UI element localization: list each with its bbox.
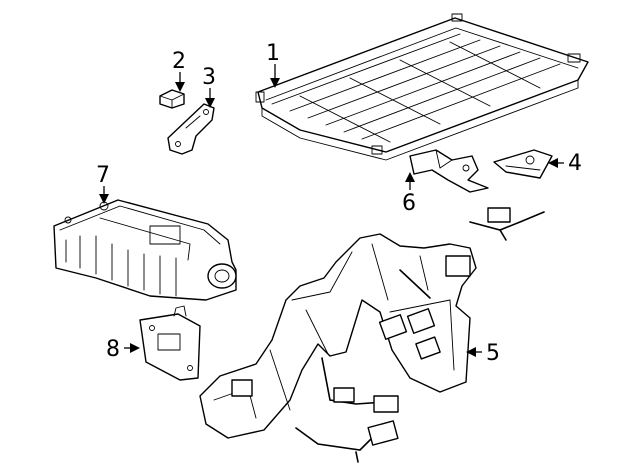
callout-5: 5: [466, 341, 500, 366]
part-1-battery-tray: [255, 13, 589, 161]
callout-1: 1: [266, 41, 280, 88]
callout-label-1: 1: [266, 41, 280, 66]
part-7-inverter-module: [53, 199, 237, 301]
part-3-bracket: [167, 103, 215, 155]
callout-label-7: 7: [96, 163, 110, 188]
part-2-clip: [159, 89, 185, 109]
callout-label-6: 6: [402, 191, 416, 216]
callout-label-8: 8: [106, 337, 120, 362]
callout-label-4: 4: [568, 151, 582, 176]
callout-7: 7: [96, 163, 110, 204]
part-4-plate: [493, 149, 553, 179]
part-6-bracket: [409, 149, 489, 193]
callout-3: 3: [202, 65, 216, 108]
callout-label-2: 2: [172, 49, 186, 74]
callout-4: 4: [548, 151, 582, 176]
part-8-mounting-bracket: [139, 305, 201, 381]
callout-8: 8: [106, 337, 140, 362]
callout-6: 6: [402, 172, 416, 216]
part-5-wiring-harness: [199, 207, 545, 463]
callout-2: 2: [172, 49, 186, 92]
callout-label-3: 3: [202, 65, 216, 90]
callout-label-5: 5: [486, 341, 500, 366]
